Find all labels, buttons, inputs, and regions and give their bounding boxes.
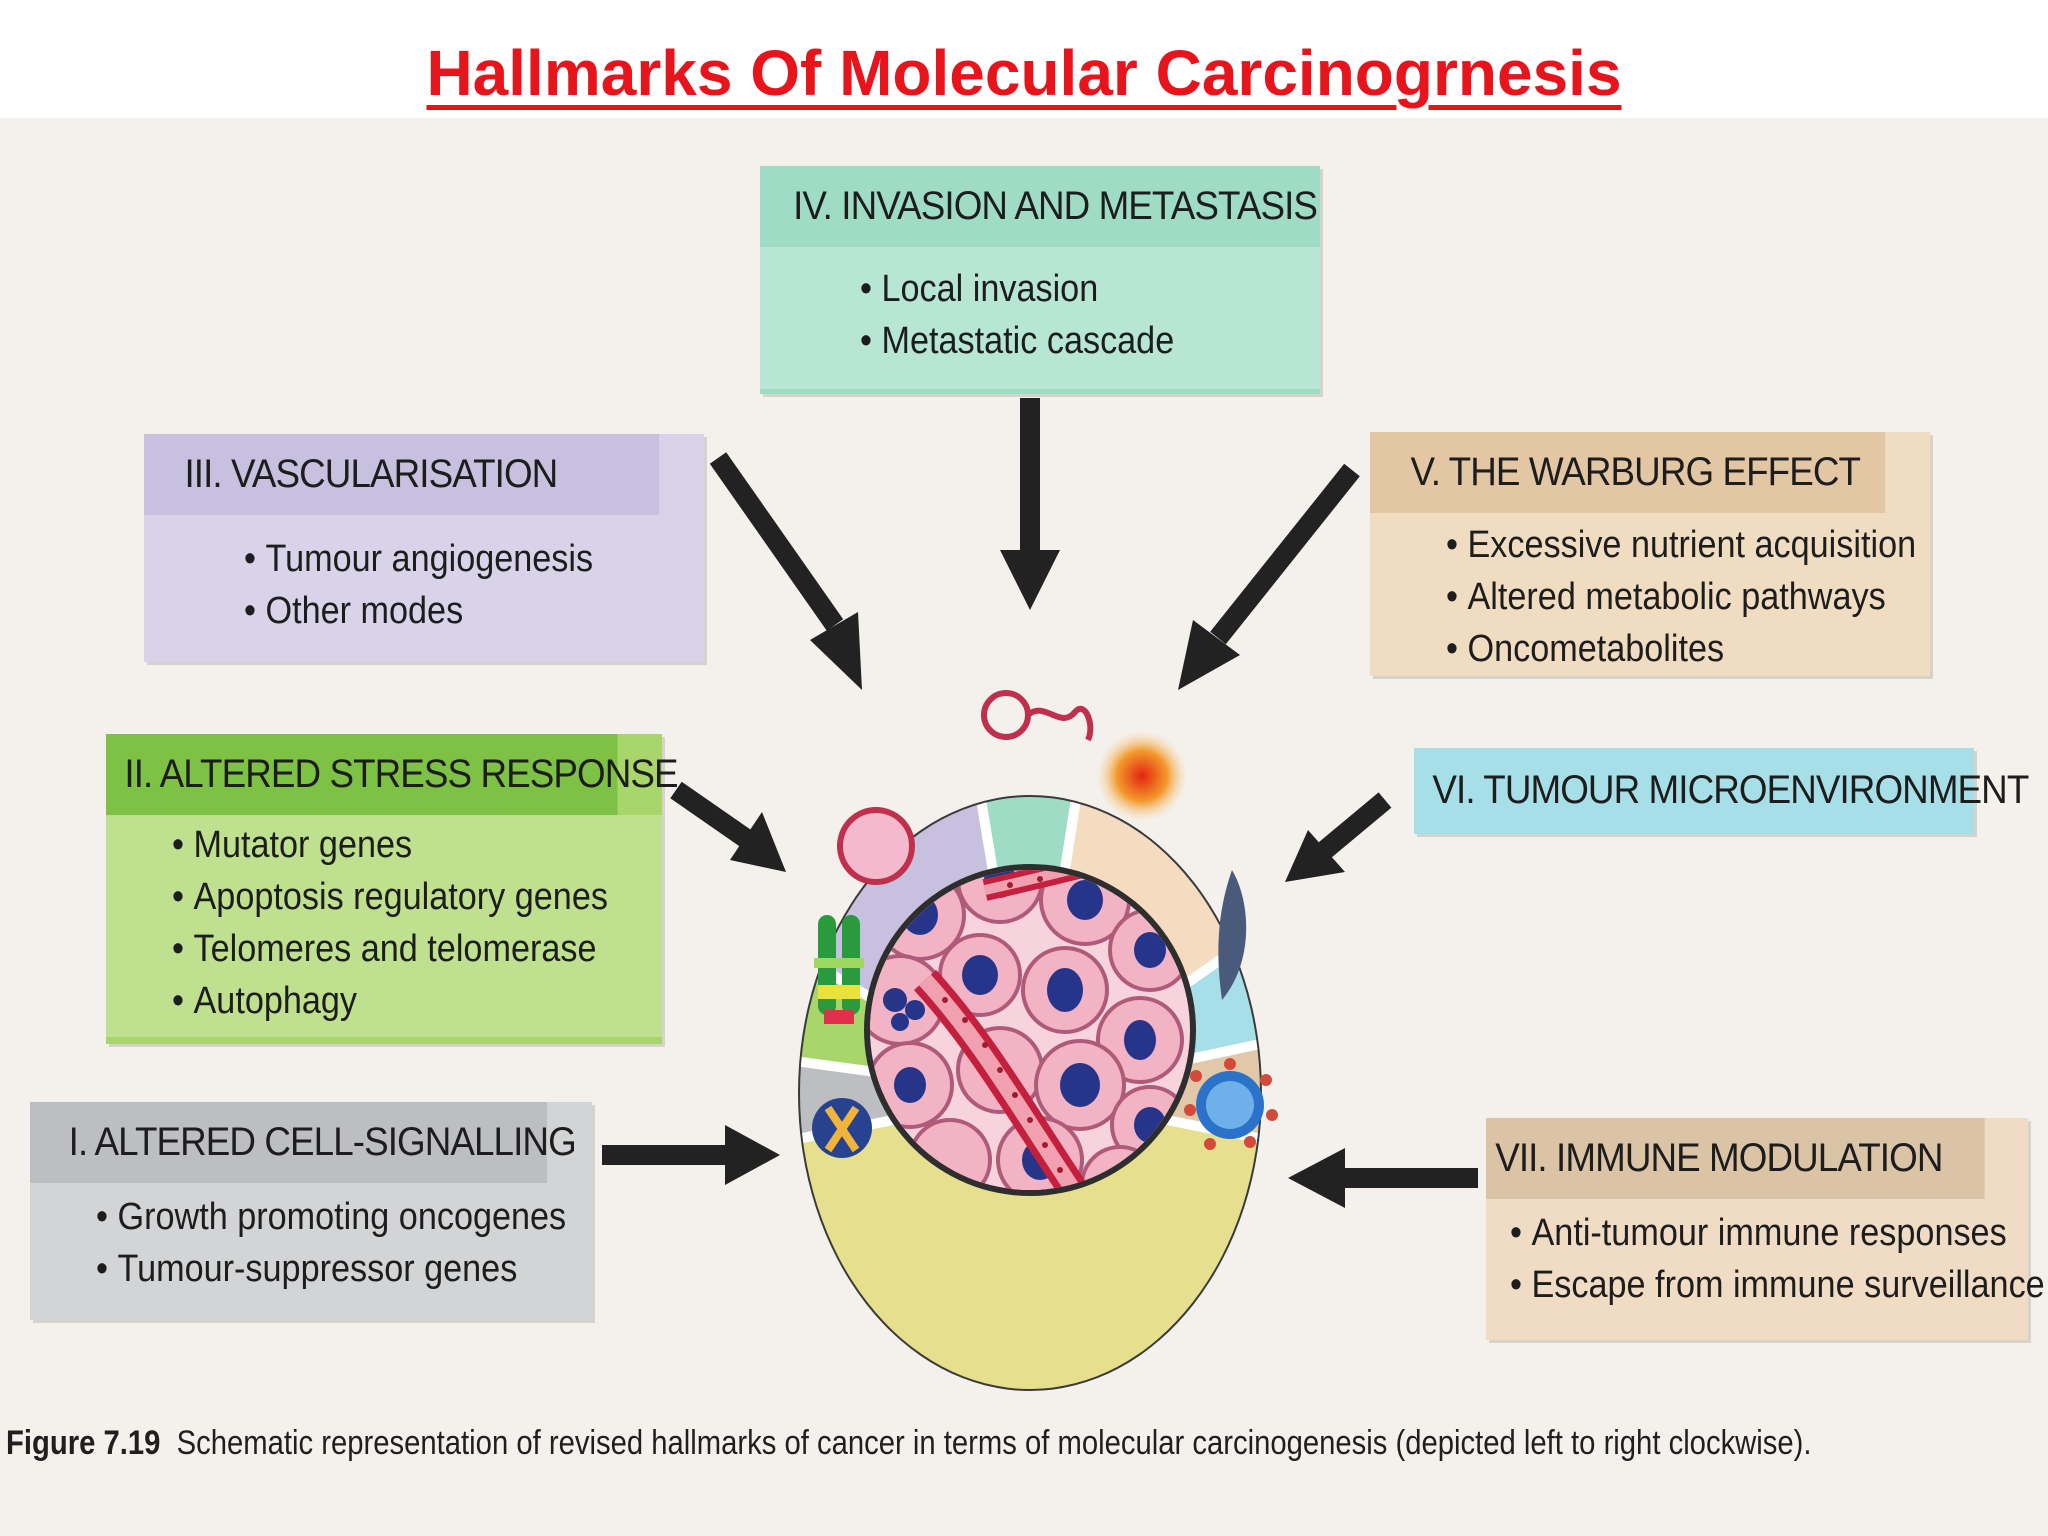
hallmark-item: Other modes bbox=[244, 585, 658, 637]
hallmark-heading: III. VASCULARISATION bbox=[144, 434, 660, 515]
hallmark-item: Telomeres and telomerase bbox=[172, 923, 613, 975]
hallmark-box-microenvironment: VI. TUMOUR MICROENVIRONMENT bbox=[1414, 748, 2029, 834]
hallmark-item: Apoptosis regulatory genes bbox=[172, 871, 613, 923]
segment-invasion bbox=[951, 797, 1104, 1093]
hallmark-heading: I. ALTERED CELL-SIGNALLING bbox=[30, 1102, 577, 1183]
figure-caption: Figure 7.19 Schematic representation of … bbox=[6, 1424, 1812, 1463]
chromosome-icon bbox=[814, 915, 864, 1024]
arrow-invasion bbox=[1000, 398, 1060, 610]
hallmark-item: Oncometabolites bbox=[1446, 623, 1882, 675]
arrow-signalling bbox=[602, 1125, 780, 1185]
central-wheel bbox=[798, 690, 1278, 1391]
hallmark-item: Local invasion bbox=[860, 263, 1274, 315]
hallmark-item: Escape from immune surveillance bbox=[1510, 1259, 2044, 1311]
hallmark-item: Tumour-suppressor genes bbox=[96, 1243, 542, 1295]
hallmark-item: Mutator genes bbox=[172, 819, 613, 871]
hallmark-heading: II. ALTERED STRESS RESPONSE bbox=[106, 734, 679, 815]
hallmark-item: Autophagy bbox=[172, 975, 613, 1027]
hallmark-heading: IV. INVASION AND METASTASIS bbox=[760, 166, 1318, 247]
hallmark-box-signalling: I. ALTERED CELL-SIGNALLING Growth promot… bbox=[30, 1102, 592, 1320]
hallmark-item: Altered metabolic pathways bbox=[1446, 571, 1885, 623]
hallmark-heading: VII. IMMUNE MODULATION bbox=[1486, 1118, 1985, 1199]
hallmark-item: Excessive nutrient acquisition bbox=[1446, 519, 1916, 571]
hallmark-item: Growth promoting oncogenes bbox=[96, 1191, 566, 1243]
hallmark-box-warburg: V. THE WARBURG EFFECT Excessive nutrient… bbox=[1370, 432, 1930, 676]
warburg-glow-icon bbox=[1096, 730, 1188, 822]
immune-cell-icon bbox=[1184, 1058, 1278, 1150]
hallmark-item: Tumour angiogenesis bbox=[244, 533, 658, 585]
metastasis-icon bbox=[981, 690, 1094, 742]
arrow-warburg bbox=[1178, 463, 1360, 690]
hallmark-item: Anti-tumour immune responses bbox=[1510, 1207, 2006, 1259]
fibroblast-icon bbox=[1218, 870, 1247, 1000]
hallmark-heading: VI. TUMOUR MICROENVIRONMENT bbox=[1432, 768, 2029, 812]
figure-label: Figure 7.19 bbox=[6, 1424, 161, 1462]
arrow-microenvironment bbox=[1285, 792, 1392, 882]
hallmark-heading: V. THE WARBURG EFFECT bbox=[1370, 432, 1886, 513]
hallmark-item: Metastatic cascade bbox=[860, 315, 1274, 367]
hallmark-box-stress: II. ALTERED STRESS RESPONSE Mutator gene… bbox=[106, 734, 679, 1044]
hallmark-box-vascularisation: III. VASCULARISATION Tumour angiogenesis… bbox=[144, 434, 704, 662]
tumour-tissue bbox=[864, 864, 1196, 1196]
arrow-stress bbox=[670, 781, 786, 872]
page-title: Hallmarks Of Molecular Carcinogrnesis bbox=[426, 37, 1622, 109]
figure-caption-text: Schematic representation of revised hall… bbox=[176, 1424, 1812, 1462]
hallmark-box-immune: VII. IMMUNE MODULATION Anti-tumour immun… bbox=[1486, 1118, 2045, 1340]
gene-cell-icon bbox=[812, 1098, 872, 1158]
arrow-vascularisation bbox=[709, 452, 862, 690]
arrow-immune bbox=[1288, 1148, 1478, 1208]
hallmark-box-invasion: IV. INVASION AND METASTASIS Local invasi… bbox=[760, 166, 1320, 394]
vessel-cell-icon bbox=[837, 807, 915, 885]
